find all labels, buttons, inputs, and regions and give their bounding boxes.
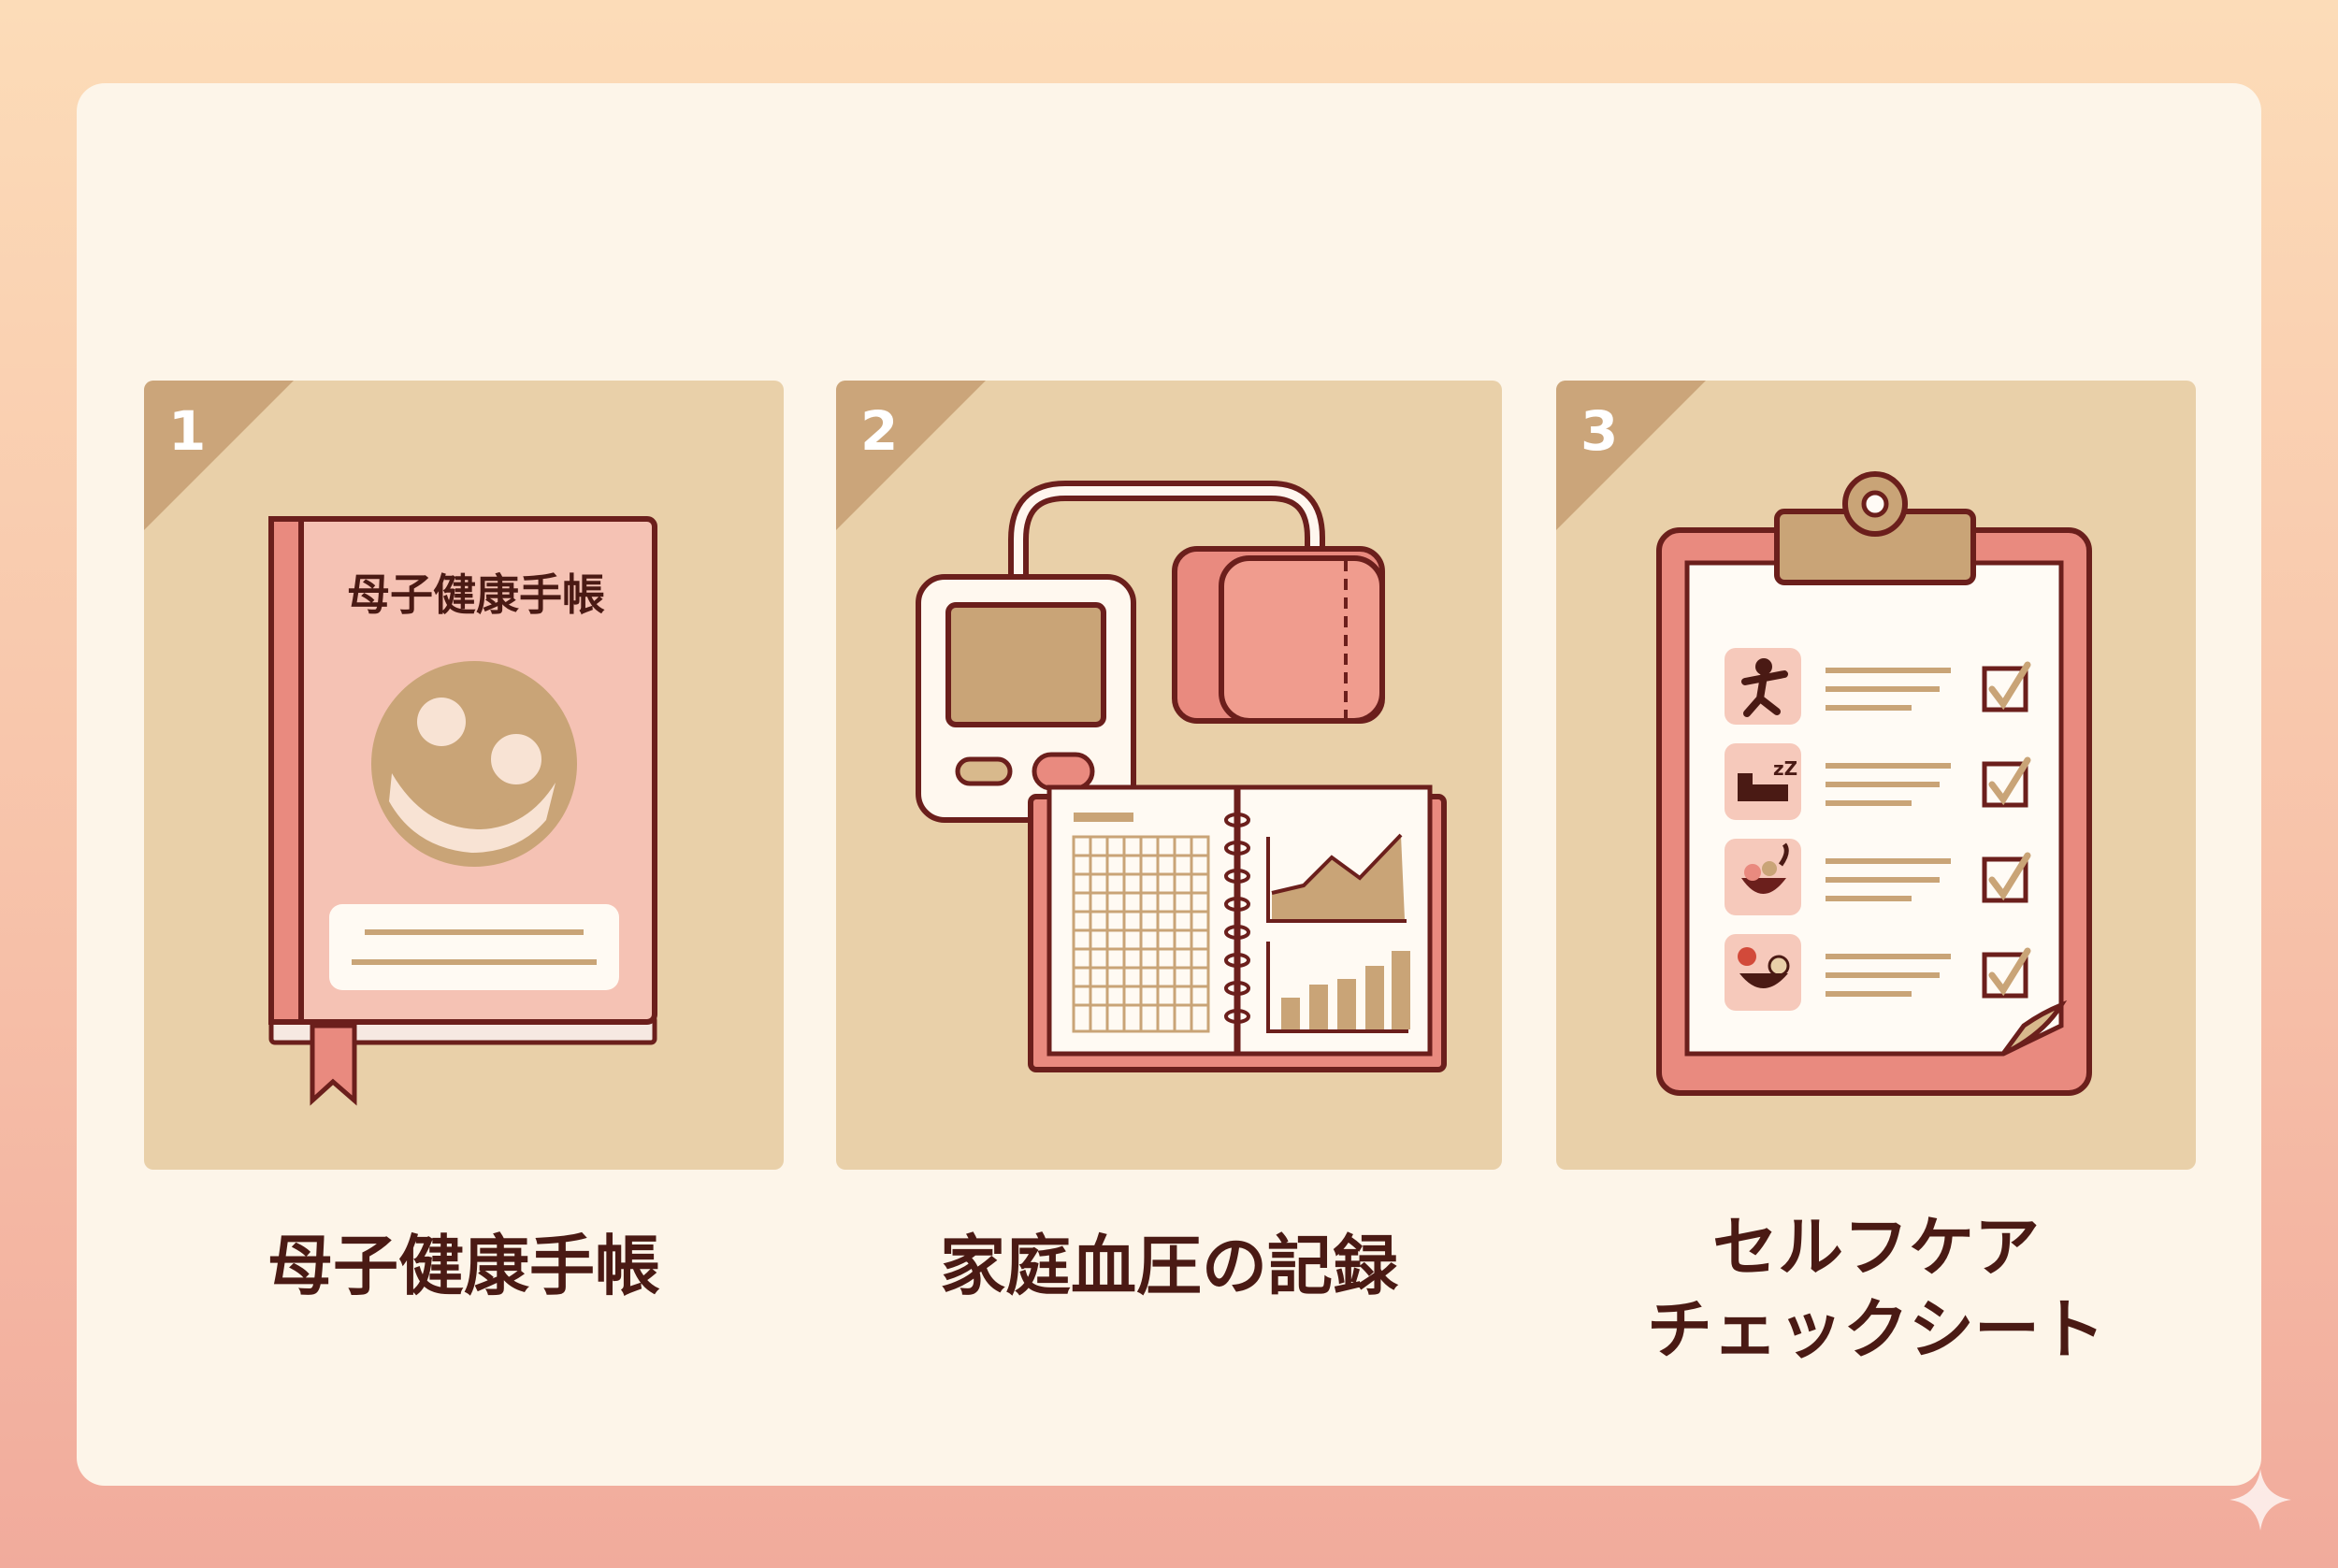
checklist-row: [1725, 648, 2031, 725]
blood-pressure-monitor-and-notebook-icon: [916, 481, 1447, 1072]
card-blood-pressure[interactable]: 2: [836, 381, 1502, 1170]
checklist-row: [1725, 934, 2031, 1011]
card-number: 1: [168, 399, 207, 463]
card-number: 3: [1580, 399, 1619, 463]
caption-self-care: セルフケア チェックシート: [1556, 1206, 2196, 1371]
sparkle-icon: [2230, 1469, 2291, 1531]
caption-line: 母子健康手帳: [267, 1228, 660, 1304]
checklist-row: zZ: [1725, 743, 2031, 820]
book-title: 母子健康手帳: [347, 569, 605, 620]
caption-line: 家庭血圧の記録: [940, 1228, 1398, 1304]
caption-line: チェックシート: [1647, 1291, 2105, 1368]
caption-line: セルフケア: [1712, 1209, 2040, 1286]
mother-child-handbook-icon: 母子健康手帳: [268, 516, 657, 1106]
card-number: 2: [860, 399, 899, 463]
self-care-checklist-clipboard-icon: zZ: [1656, 471, 2092, 1096]
caption-blood-pressure: 家庭血圧の記録: [836, 1225, 1502, 1307]
caption-handbook: 母子健康手帳: [144, 1225, 784, 1307]
card-self-care-checklist[interactable]: 3 zZ: [1556, 381, 2196, 1170]
checklist-row: [1725, 839, 2031, 915]
card-handbook[interactable]: 1 母子健康手帳: [144, 381, 784, 1170]
svg-text:zZ: zZ: [1773, 757, 1797, 780]
